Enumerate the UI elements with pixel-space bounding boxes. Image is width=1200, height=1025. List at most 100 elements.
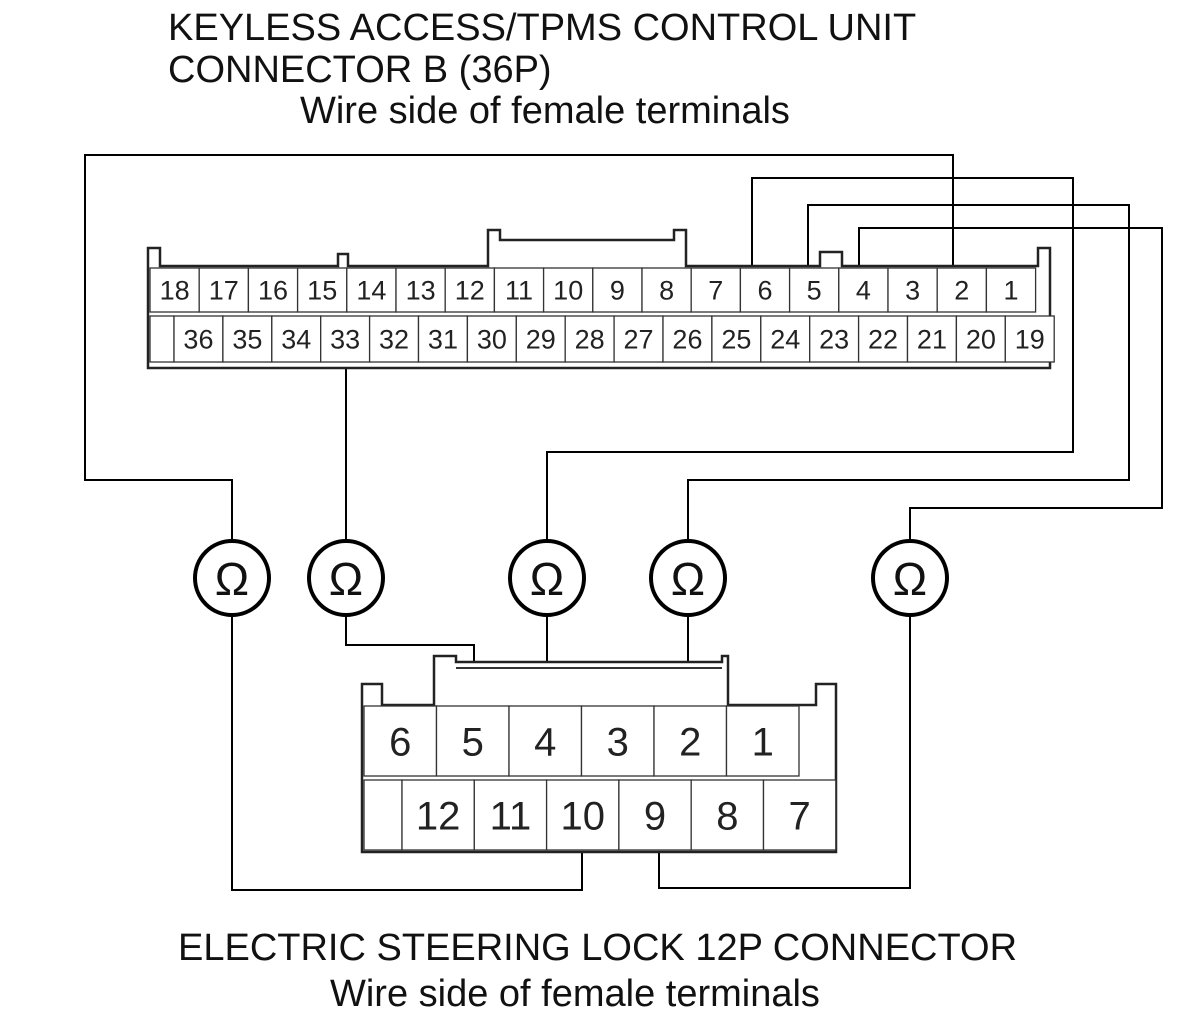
ohmmeter-5: Ω [871, 539, 949, 617]
pin36-top-label-17: 17 [209, 276, 239, 306]
pin36-bottom-cell-21 [906, 315, 958, 363]
pin36-bottom-cell-26 [662, 315, 713, 363]
pin12-bottom-cell-12 [401, 779, 475, 851]
pin36-top-cell-9 [592, 267, 643, 313]
pin36-top-cell-14 [346, 267, 397, 313]
pin12-top-label-2: 2 [679, 720, 701, 764]
footer-subtitle: Wire side of female terminals [330, 973, 820, 1015]
pin36-bottom-label-28: 28 [575, 325, 605, 355]
ohmmeter-3: Ω [508, 539, 586, 617]
pin36-top-label-9: 9 [610, 276, 625, 306]
pin36-top-label-8: 8 [659, 276, 674, 306]
pin36-top-cell-11 [493, 267, 545, 313]
pin36-bottom-label-30: 30 [477, 325, 507, 355]
pin36-bottom-label-19: 19 [1015, 325, 1045, 355]
wires [84, 154, 1163, 891]
pin12-bottom-label-7: 7 [789, 794, 811, 838]
pin12-top-cell-5 [435, 705, 510, 777]
pin36-bottom-label-27: 27 [624, 325, 654, 355]
pin36-top-cell-3 [887, 267, 938, 313]
pin36-top-label-14: 14 [356, 276, 386, 306]
pin12-bottom-cell-10 [545, 779, 620, 851]
pin12-bottom-label-8: 8 [716, 794, 738, 838]
pin12-bottom-cell-11 [473, 779, 548, 851]
pin12-bottom-cell-8 [690, 779, 765, 851]
header-title-line1: KEYLESS ACCESS/TPMS CONTROL UNIT [168, 7, 916, 49]
pin36-top-label-11: 11 [505, 276, 533, 306]
pin36-top-label-16: 16 [258, 276, 288, 306]
pin36-bottom-cell-19 [1004, 315, 1055, 363]
pin36-top-cell-5 [788, 267, 840, 313]
wire-pin6-to-meter3 [546, 177, 1074, 540]
pin36-bottom-label-20: 20 [966, 325, 996, 355]
pin36-top-label-13: 13 [406, 276, 436, 306]
pin36-bottom-label-31: 31 [428, 325, 458, 355]
pin12-bottom-label-12: 12 [416, 794, 461, 838]
pin36-bottom-label-22: 22 [868, 325, 898, 355]
pin36-top-label-12: 12 [455, 276, 485, 306]
pin12-top-label-3: 3 [607, 720, 629, 764]
ohm-icon: Ω [671, 553, 705, 605]
pin12-bottom-cell-7 [762, 779, 837, 851]
pin12-bottom-cell-9 [618, 779, 692, 851]
pin12-top-cell-1 [725, 705, 800, 777]
pin36-bottom-cell-30 [466, 315, 517, 363]
ohmmeter-2: Ω [307, 539, 385, 617]
header-title-line2: CONNECTOR B (36P) [168, 49, 552, 91]
pin36-bottom-cell-31 [417, 315, 469, 363]
pin36-top-cell-2 [936, 267, 988, 313]
pin12-top-cell-2 [653, 705, 728, 777]
pin36-top-label-1: 1 [1003, 276, 1018, 306]
pin36-top-cell-1 [985, 267, 1037, 313]
pin36-top-label-7: 7 [708, 276, 723, 306]
pin36-top-label-2: 2 [954, 276, 969, 306]
pin12-bottom-label-9: 9 [644, 794, 666, 838]
pin36-top-label-18: 18 [160, 276, 190, 306]
pin36-bottom-label-33: 33 [330, 325, 360, 355]
pin36-top-label-15: 15 [307, 276, 337, 306]
pin36-bottom-label-21: 21 [917, 325, 947, 355]
pin36-bottom-cell-28 [564, 315, 615, 363]
pin36-bottom-label-34: 34 [281, 325, 311, 355]
pin36-top-cell-6 [739, 267, 791, 313]
pin36-top-label-4: 4 [856, 276, 871, 306]
wire-meter1-to-12p-pin10 [231, 615, 583, 891]
pin36-top-cell-18 [149, 267, 200, 313]
ohm-icon: Ω [215, 553, 249, 605]
pin36-bottom-label-32: 32 [379, 325, 409, 355]
pin36-top-label-5: 5 [807, 276, 822, 306]
pin36-bottom-cell-36 [173, 315, 224, 363]
ohm-icon: Ω [893, 553, 927, 605]
pin12-top-label-1: 1 [752, 720, 774, 764]
pin36-bottom-label-23: 23 [819, 325, 849, 355]
pin36-bottom-cell-29 [515, 315, 566, 363]
pin36-bottom-label-36: 36 [183, 325, 213, 355]
pin36-bottom-cell-34 [271, 315, 322, 363]
pin36-bottom-label-26: 26 [672, 325, 702, 355]
pin36-top-label-6: 6 [757, 276, 772, 306]
pin36-top-cell-4 [838, 267, 889, 313]
pin36-bottom-label-29: 29 [526, 325, 556, 355]
pin12-bottom-label-11: 11 [490, 794, 532, 838]
pin36-bottom-label-25: 25 [721, 325, 751, 355]
ohm-icon: Ω [530, 553, 564, 605]
header-subtitle: Wire side of female terminals [300, 90, 790, 132]
pin36-top-cell-12 [444, 267, 496, 313]
pin36-top-cell-13 [395, 267, 446, 313]
footer-title: ELECTRIC STEERING LOCK 12P CONNECTOR [178, 927, 1017, 969]
wire-pin5-to-meter4 [687, 204, 1130, 540]
pin12-blank-cell [363, 779, 403, 851]
pin12-top-label-4: 4 [534, 720, 556, 764]
pin36-bottom-cell-33 [320, 315, 371, 363]
pin36-bottom-label-35: 35 [232, 325, 262, 355]
pin12-top-label-5: 5 [462, 720, 484, 764]
ohmmeter-4: Ω [649, 539, 727, 617]
pin36-top-label-10: 10 [553, 276, 583, 306]
